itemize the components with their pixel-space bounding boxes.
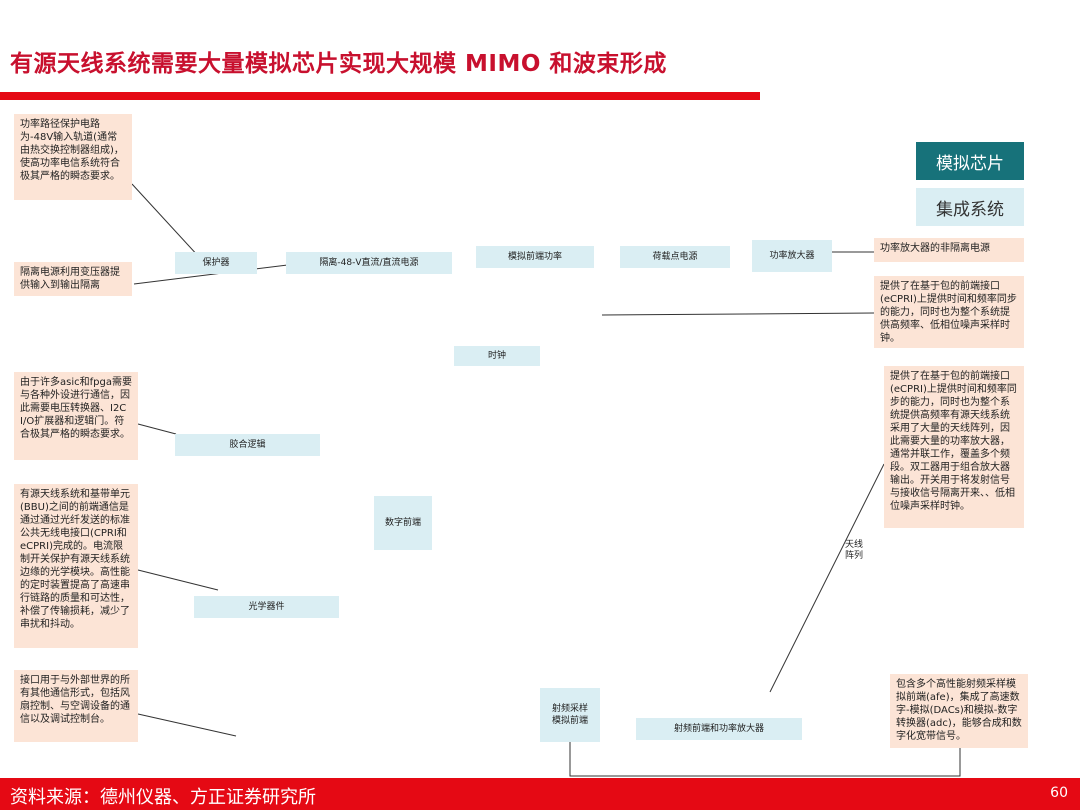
block-analog-fe-power: 模拟前端功率: [476, 246, 594, 268]
title-underline: [0, 92, 760, 100]
note-isolation: 隔离电源利用变压器提供输入到输出隔离: [14, 262, 132, 296]
note-interface: 接口用于与外部世界的所有其他通信形式，包括风扇控制、与空调设备的通信以及调试控制…: [14, 670, 138, 742]
note-afe: 包含多个高性能射频采样模拟前端(afe)，集成了高速数字-模拟(DACs)和模拟…: [890, 674, 1028, 748]
note-glue-logic: 由于许多asic和fpga需要与各种外设进行通信，因此需要电压转换器、I2C I…: [14, 372, 138, 460]
block-clock: 时钟: [454, 346, 540, 366]
line-protection-to-protector: [131, 183, 201, 259]
block-optical-module: 光学器件: [194, 596, 339, 618]
footer-source: 资料来源：德州仪器、方正证券研究所: [10, 787, 316, 808]
block-glue-logic: 胶合逻辑: [175, 434, 320, 456]
legend-analog-chip: 模拟芯片: [916, 142, 1024, 180]
block-rf-fe-pa: 射频前端和功率放大器: [636, 718, 802, 740]
note-clock-right: 提供了在基于包的前端接口(eCPRI)上提供时间和频率同步的能力，同时也为整个系…: [884, 366, 1024, 528]
line-afe-bracket: [569, 742, 961, 777]
footer-bar: 资料来源：德州仪器、方正证券研究所 60: [0, 778, 1080, 810]
block-isolated-dcdc: 隔离-48-V直流/直流电源: [286, 252, 452, 274]
block-power-amp: 功率放大器: [752, 240, 832, 272]
line-interface: [137, 713, 237, 737]
note-protection: 功率路径保护电路为-48V输入轨道(通常由热交换控制器组成)，使高功率电信系统符…: [14, 114, 132, 200]
page-number: 60: [1050, 785, 1068, 801]
legend-integrated-system: 集成系统: [916, 188, 1024, 226]
note-clock-top: 提供了在基于包的前端接口(eCPRI)上提供时间和频率同步的能力，同时也为整个系…: [874, 276, 1024, 348]
block-protector: 保护器: [175, 252, 257, 274]
block-rf-sampling-afe: 射频采样模拟前端: [540, 688, 600, 742]
note-optical: 有源天线系统和基带单元(BBU)之间的前端通信是通过通过光纤发送的标准公共无线电…: [14, 484, 138, 648]
page-title: 有源天线系统需要大量模拟芯片实现大规模 MIMO 和波束形成: [10, 51, 667, 77]
line-antenna: [769, 463, 885, 693]
line-glue: [137, 423, 177, 435]
block-digital-fe: 数字前端: [374, 496, 432, 550]
line-optical: [137, 569, 219, 591]
line-clock-note: [601, 312, 875, 316]
block-pol-power: 荷载点电源: [620, 246, 730, 268]
note-pa-non-isolated: 功率放大器的非隔离电源: [874, 238, 1024, 262]
label-antenna-array: 天线阵列: [844, 540, 863, 561]
